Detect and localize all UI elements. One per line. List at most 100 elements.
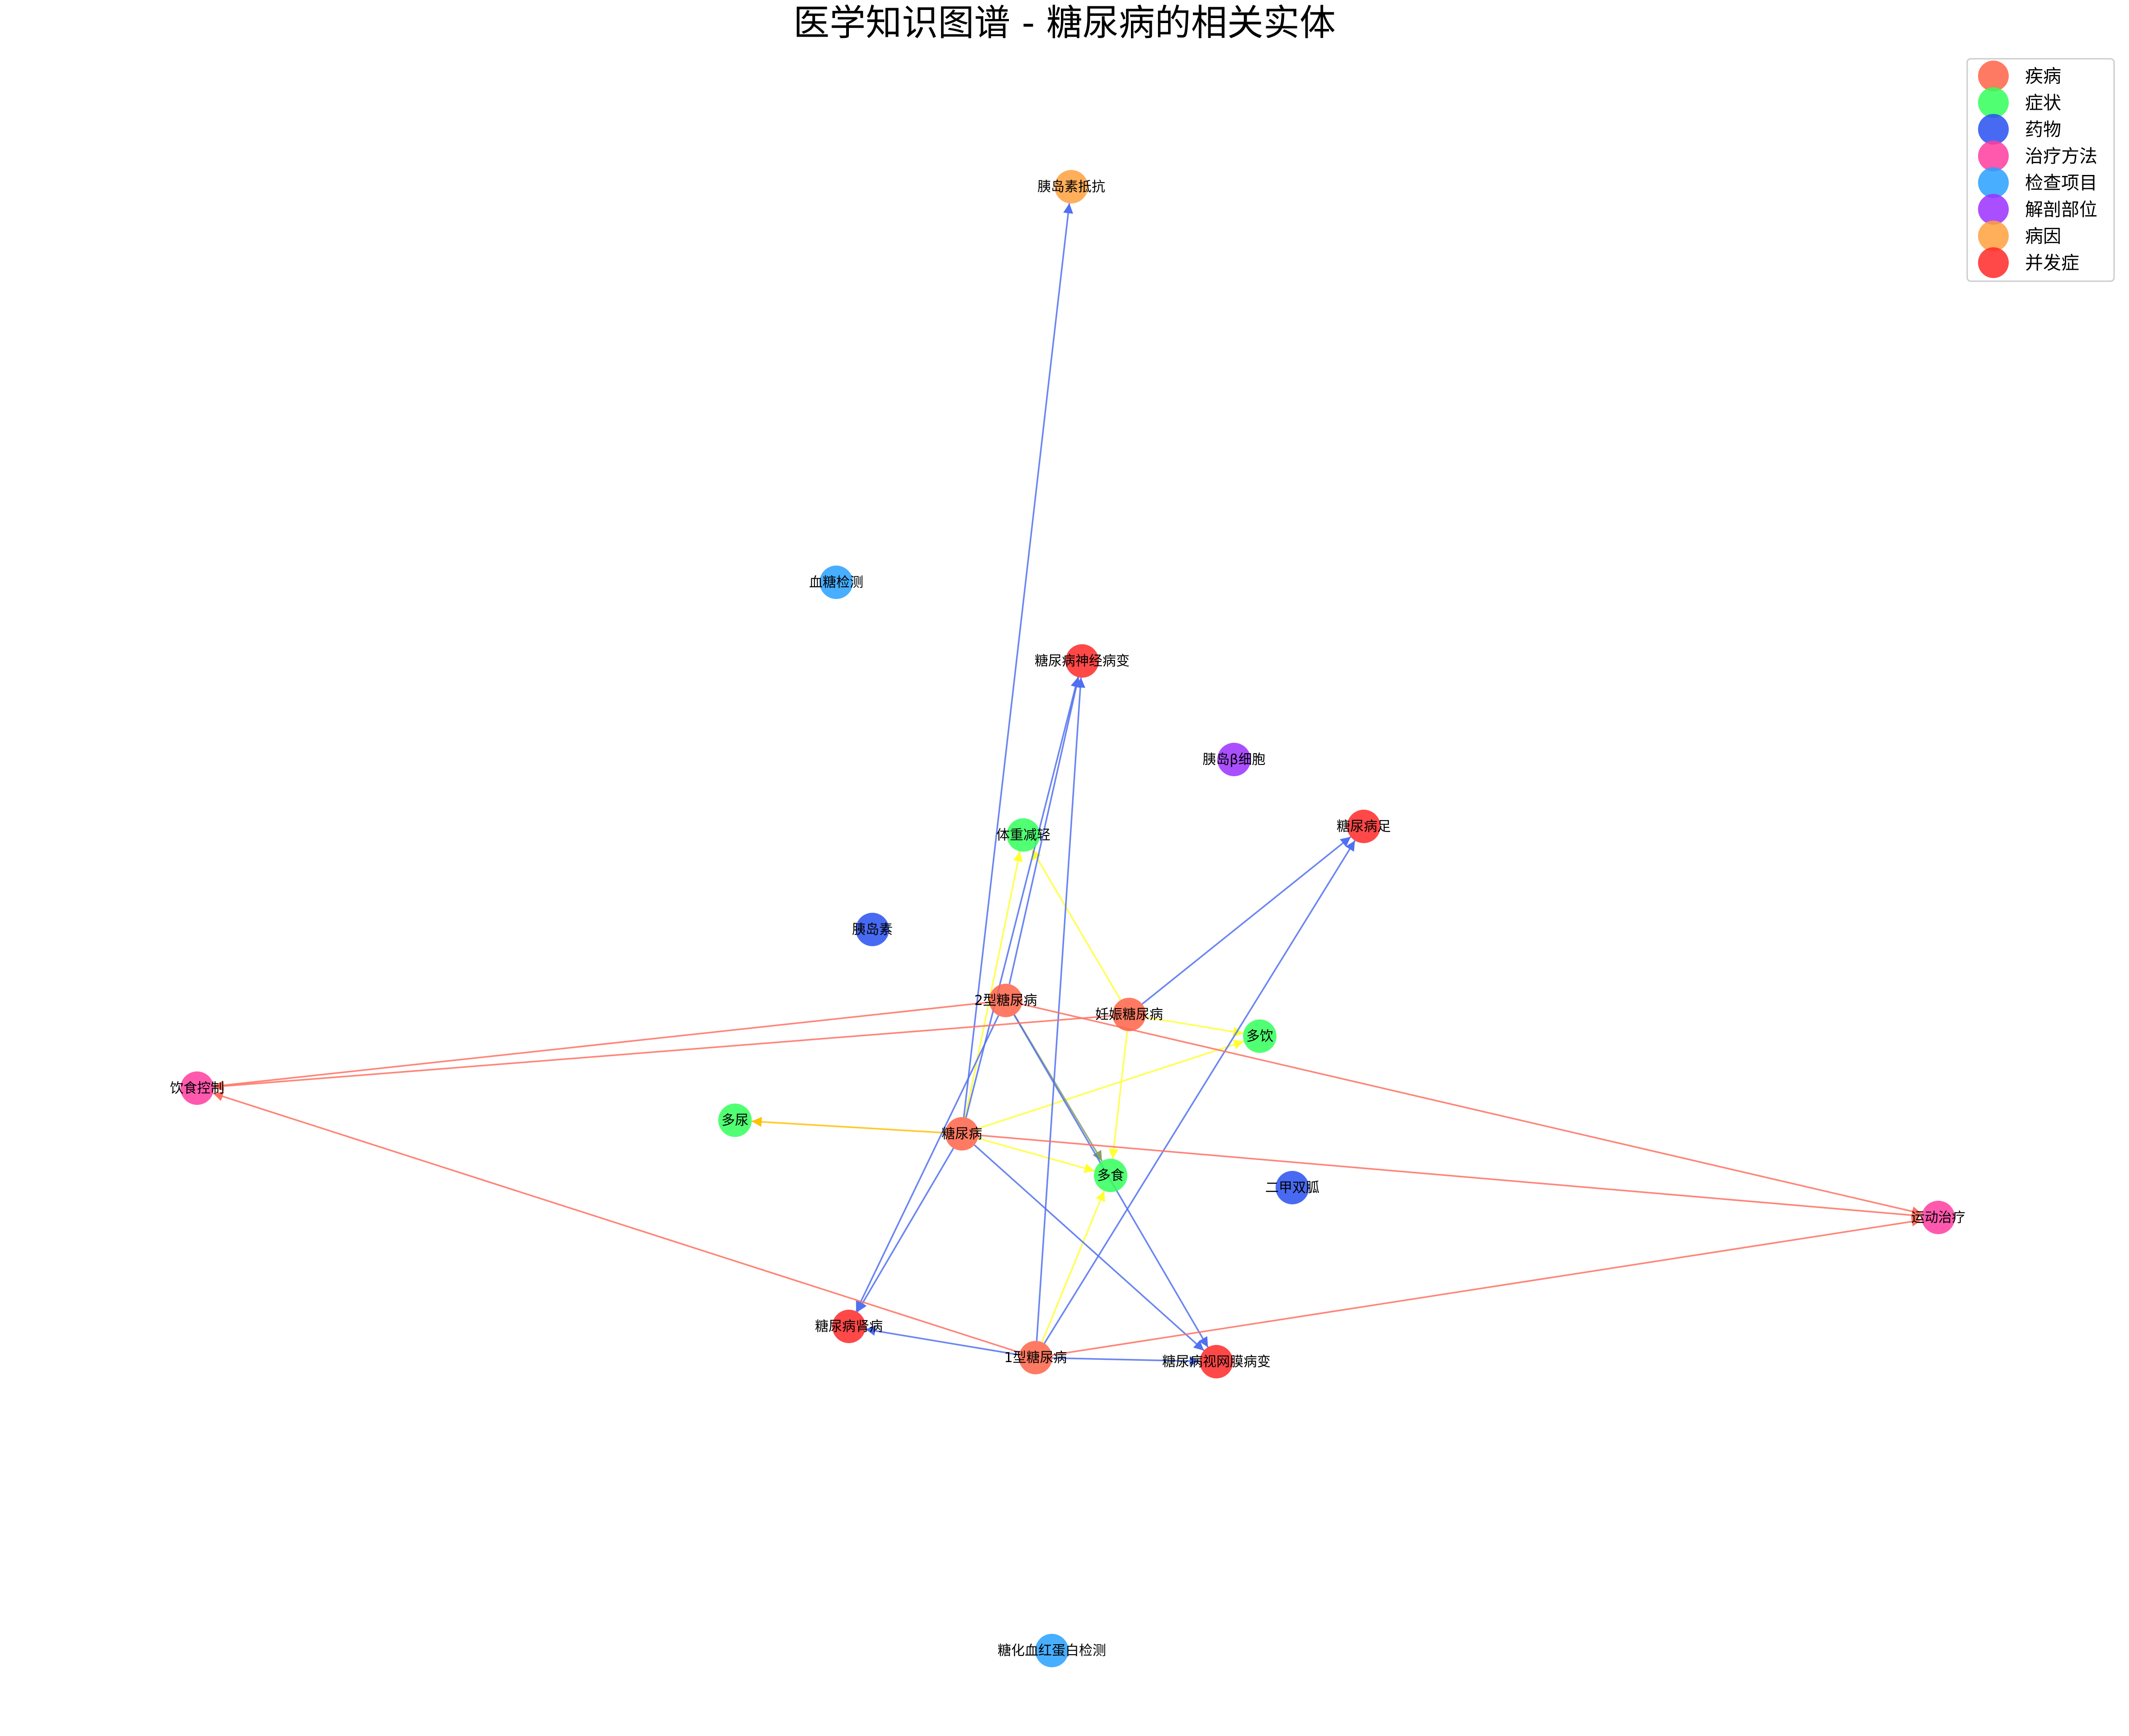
legend-item-drug: 药物 <box>1978 114 2061 145</box>
node-label: 胰岛β细胞 <box>1202 752 1265 768</box>
node-gdm[interactable]: 妊娠糖尿病 <box>1095 998 1163 1031</box>
edge-dm-polyuria <box>751 1117 946 1134</box>
edge-gdm-polyphagia <box>1108 1031 1128 1159</box>
legend-marker <box>1978 114 2009 145</box>
node-circle[interactable] <box>1200 1345 1233 1378</box>
node-label: 血糖检测 <box>809 575 863 590</box>
node-label: 妊娠糖尿病 <box>1095 1007 1163 1023</box>
node-label: 胰岛素 <box>852 922 893 938</box>
node-circle[interactable] <box>945 1117 979 1151</box>
node-circle[interactable] <box>1347 810 1380 843</box>
node-retinopathy[interactable]: 糖尿病视网膜病变 <box>1162 1345 1271 1378</box>
edge-dm-polydipsia <box>977 1039 1244 1130</box>
node-label: 多尿 <box>721 1113 749 1128</box>
legend-item-cause: 病因 <box>1978 221 2061 251</box>
edge-t2-nephropathy <box>855 1015 999 1312</box>
node-circle[interactable] <box>1094 1159 1127 1192</box>
edge-t2-diet <box>213 1001 989 1090</box>
node-polydipsia[interactable]: 多饮 <box>1243 1019 1276 1053</box>
node-dm[interactable]: 糖尿病 <box>942 1117 982 1151</box>
legend-item-treatment: 治疗方法 <box>1978 141 2097 171</box>
edge-t2-neuropathy <box>1008 677 1081 985</box>
node-circle[interactable] <box>989 984 1022 1017</box>
node-circle[interactable] <box>1055 170 1088 203</box>
node-circle[interactable] <box>820 566 853 599</box>
legend-marker <box>1978 247 2009 278</box>
legend-marker <box>1978 87 2009 118</box>
node-circle[interactable] <box>180 1071 214 1105</box>
edge-gdm-weightloss <box>1031 849 1121 1001</box>
node-metformin[interactable]: 二甲双胍 <box>1265 1171 1319 1204</box>
node-nephropathy[interactable]: 糖尿病肾病 <box>815 1310 883 1343</box>
node-t2[interactable]: 2型糖尿病 <box>974 984 1037 1017</box>
legend-label: 病因 <box>2025 226 2061 247</box>
node-label: 糖尿病神经病变 <box>1035 653 1130 669</box>
node-label: 多食 <box>1097 1168 1124 1184</box>
node-label: 体重减轻 <box>996 827 1050 843</box>
edge-dm-weightloss <box>964 851 1023 1118</box>
node-label: 糖尿病肾病 <box>815 1319 883 1335</box>
node-circle[interactable] <box>1019 1341 1052 1374</box>
node-t1[interactable]: 1型糖尿病 <box>1004 1341 1067 1374</box>
edge-t1-foot <box>1043 840 1356 1344</box>
edge-dm-nephropathy <box>857 1148 954 1312</box>
edge-t2-exercise <box>1022 1003 1922 1217</box>
legend-label: 治疗方法 <box>2025 146 2097 167</box>
legend-marker <box>1978 194 2009 225</box>
legend-marker <box>1978 61 2009 91</box>
node-label: 糖化血红蛋白检测 <box>998 1643 1106 1659</box>
node-exercise[interactable]: 运动治疗 <box>1911 1201 1965 1234</box>
edges-layer <box>212 203 1922 1366</box>
legend-label: 症状 <box>2025 93 2061 113</box>
node-label: 1型糖尿病 <box>1004 1350 1067 1366</box>
node-polyuria[interactable]: 多尿 <box>718 1104 752 1137</box>
edge-gdm-polydipsia <box>1145 1016 1243 1037</box>
node-resistance[interactable]: 胰岛素抵抗 <box>1037 170 1105 203</box>
node-label: 糖尿病足 <box>1337 819 1391 835</box>
node-beta[interactable]: 胰岛β细胞 <box>1202 743 1266 776</box>
node-label: 糖尿病视网膜病变 <box>1162 1354 1271 1370</box>
node-circle[interactable] <box>718 1104 752 1137</box>
node-circle[interactable] <box>1217 743 1251 776</box>
node-polyphagia[interactable]: 多食 <box>1094 1159 1127 1192</box>
node-label: 多饮 <box>1246 1028 1273 1044</box>
node-circle[interactable] <box>1112 998 1146 1031</box>
edge-gdm-diet <box>213 1015 1113 1091</box>
node-glucose[interactable]: 血糖检测 <box>809 566 863 599</box>
node-weightloss[interactable]: 体重减轻 <box>996 818 1050 852</box>
edge-dm-exercise <box>978 1134 1922 1220</box>
node-label: 糖尿病 <box>942 1126 982 1142</box>
edge-t1-polyphagia <box>1041 1190 1105 1343</box>
edge-gdm-foot <box>1141 836 1352 1005</box>
node-circle[interactable] <box>1243 1019 1276 1053</box>
node-foot[interactable]: 糖尿病足 <box>1337 810 1391 843</box>
legend-label: 药物 <box>2025 119 2061 140</box>
node-hba1c[interactable]: 糖化血红蛋白检测 <box>998 1634 1106 1667</box>
edge-t1-diet <box>212 1091 1020 1354</box>
node-circle[interactable] <box>1007 818 1040 852</box>
node-label: 饮食控制 <box>170 1080 224 1096</box>
edge-dm-retinopathy <box>974 1144 1205 1351</box>
node-label: 运动治疗 <box>1911 1210 1965 1226</box>
legend-label: 解剖部位 <box>2025 199 2097 220</box>
node-circle[interactable] <box>1065 644 1099 678</box>
edge-t1-nephropathy <box>865 1326 1019 1356</box>
legend-marker <box>1978 167 2009 198</box>
node-diet[interactable]: 饮食控制 <box>170 1071 224 1105</box>
node-circle[interactable] <box>1922 1201 1955 1234</box>
node-label: 胰岛素抵抗 <box>1037 179 1105 195</box>
node-insulin[interactable]: 胰岛素 <box>852 913 893 946</box>
edge-dm-polyphagia <box>978 1137 1095 1173</box>
node-circle[interactable] <box>1276 1171 1309 1204</box>
legend-marker <box>1978 141 2009 171</box>
node-circle[interactable] <box>832 1310 866 1343</box>
edge-dm-neuropathy <box>965 677 1081 1118</box>
node-neuropathy[interactable]: 糖尿病神经病变 <box>1035 644 1130 678</box>
edge-t1-retinopathy <box>1052 1356 1200 1366</box>
node-label: 二甲双胍 <box>1265 1180 1319 1196</box>
graph-title: 医学知识图谱 - 糖尿病的相关实体 <box>793 2 1336 44</box>
node-circle[interactable] <box>856 913 889 946</box>
node-circle[interactable] <box>1035 1634 1069 1667</box>
